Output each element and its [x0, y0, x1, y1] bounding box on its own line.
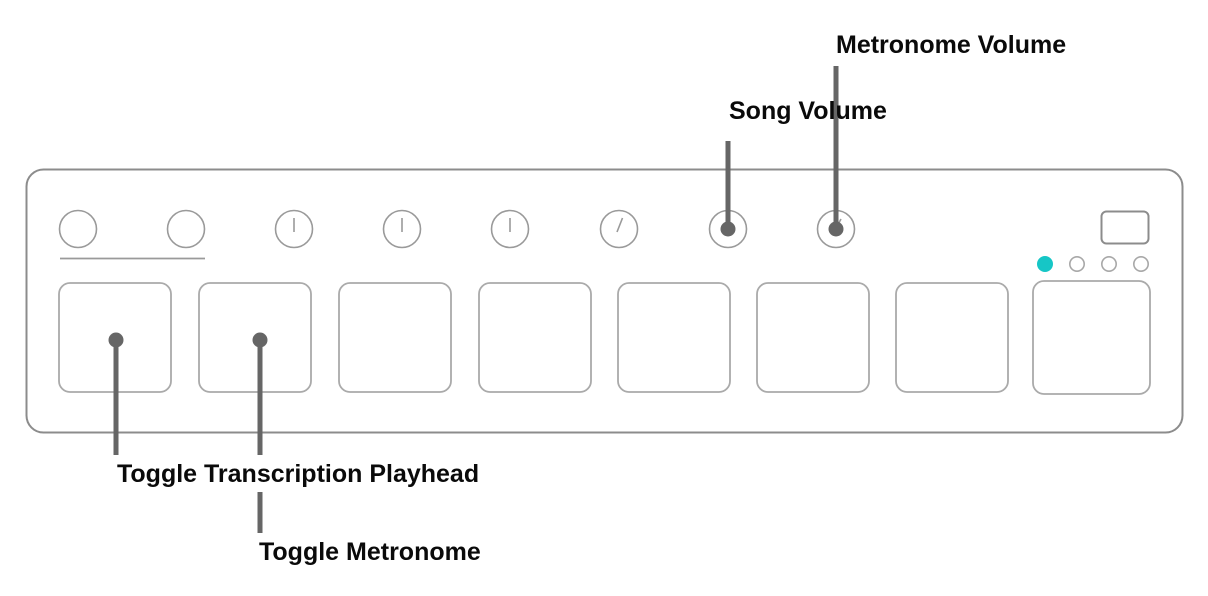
device-outline [25, 168, 1184, 434]
annotation-leaders [108, 66, 844, 533]
knob-2[interactable] [166, 209, 206, 249]
leader-toggle-metronome [252, 332, 268, 533]
pad-7[interactable] [895, 282, 1009, 393]
knob-3[interactable] [274, 209, 314, 249]
annotation-label-song-volume: Song Volume [729, 97, 887, 125]
annotation-label-metronome-volume: Metronome Volume [836, 31, 1067, 59]
knob-5[interactable] [490, 209, 530, 249]
annotation-label-toggle-transcription-playhead: Toggle Transcription Playhead [117, 460, 480, 488]
pad-6[interactable] [756, 282, 870, 393]
device-body [25, 168, 1184, 434]
knob-4[interactable] [382, 209, 422, 249]
device-display [1100, 210, 1150, 245]
pad-3[interactable] [338, 282, 452, 393]
knob-1[interactable] [58, 209, 98, 249]
led-row [1037, 255, 1150, 272]
led-2 [1069, 255, 1086, 272]
led-1 [1037, 256, 1053, 272]
knob-6[interactable] [599, 209, 639, 249]
led-3 [1101, 255, 1118, 272]
leader-song-volume [720, 141, 736, 237]
pad-4[interactable] [478, 282, 592, 393]
leader-toggle-transcription-playhead [108, 332, 124, 455]
led-4 [1133, 255, 1150, 272]
pad-5[interactable] [617, 282, 731, 393]
annotation-label-toggle-metronome: Toggle Metronome [259, 538, 481, 566]
pad-8[interactable] [1032, 280, 1151, 395]
leader-metronome-volume [828, 66, 844, 237]
